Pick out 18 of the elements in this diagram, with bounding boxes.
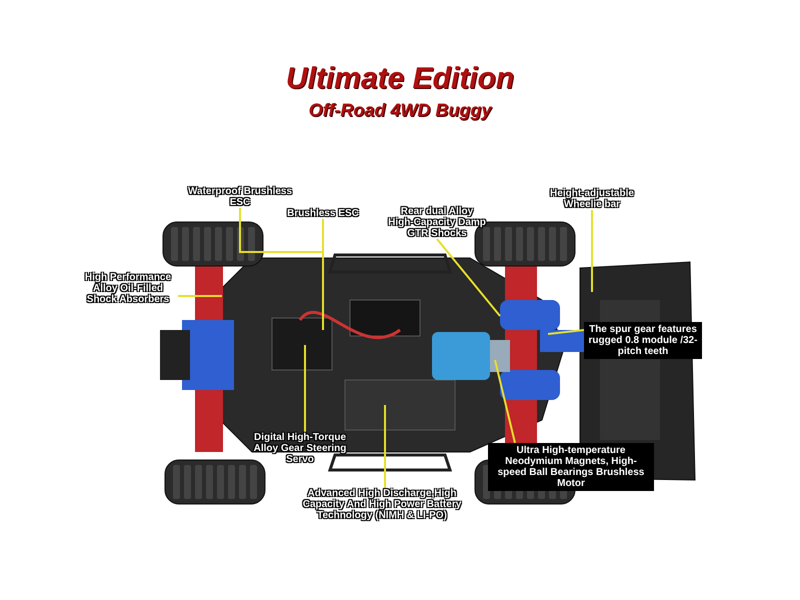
callout-text: High Performance Alloy Oil-Filled Shock Absorbers xyxy=(78,272,178,305)
callout-text: Height-adjustable Wheelie bar xyxy=(542,188,642,210)
callout-text: Rear dual Alloy High-Capacity Damp GTR Shocks xyxy=(387,206,487,239)
callout-text: Advanced High Discharge,High Capacity And High Power Battery Technology (NIMH & LI-PO) xyxy=(296,488,468,521)
callout-text: Digital High-Torque Alloy Gear Steering Servo xyxy=(250,432,350,465)
leader-line xyxy=(178,295,222,297)
callout-text: Ultra High-temperature Neodymium Magnets, High-speed Ball Bearings Brushless Motor xyxy=(488,443,654,491)
subtitle: Off-Road 4WD Buggy xyxy=(308,100,493,121)
callout-text: Brushless ESC xyxy=(278,208,368,219)
title: Ultimate Edition xyxy=(284,62,516,96)
leader-line xyxy=(591,210,593,292)
leader-line xyxy=(436,238,501,317)
callout-text: The spur gear features rugged 0.8 module /32-pitch teeth xyxy=(584,322,702,359)
leader-line xyxy=(494,360,516,444)
leader-line xyxy=(384,405,386,488)
leader-line xyxy=(304,345,306,432)
leader-line xyxy=(548,329,584,335)
callout-text: Waterproof Brushless ESC xyxy=(185,186,295,208)
